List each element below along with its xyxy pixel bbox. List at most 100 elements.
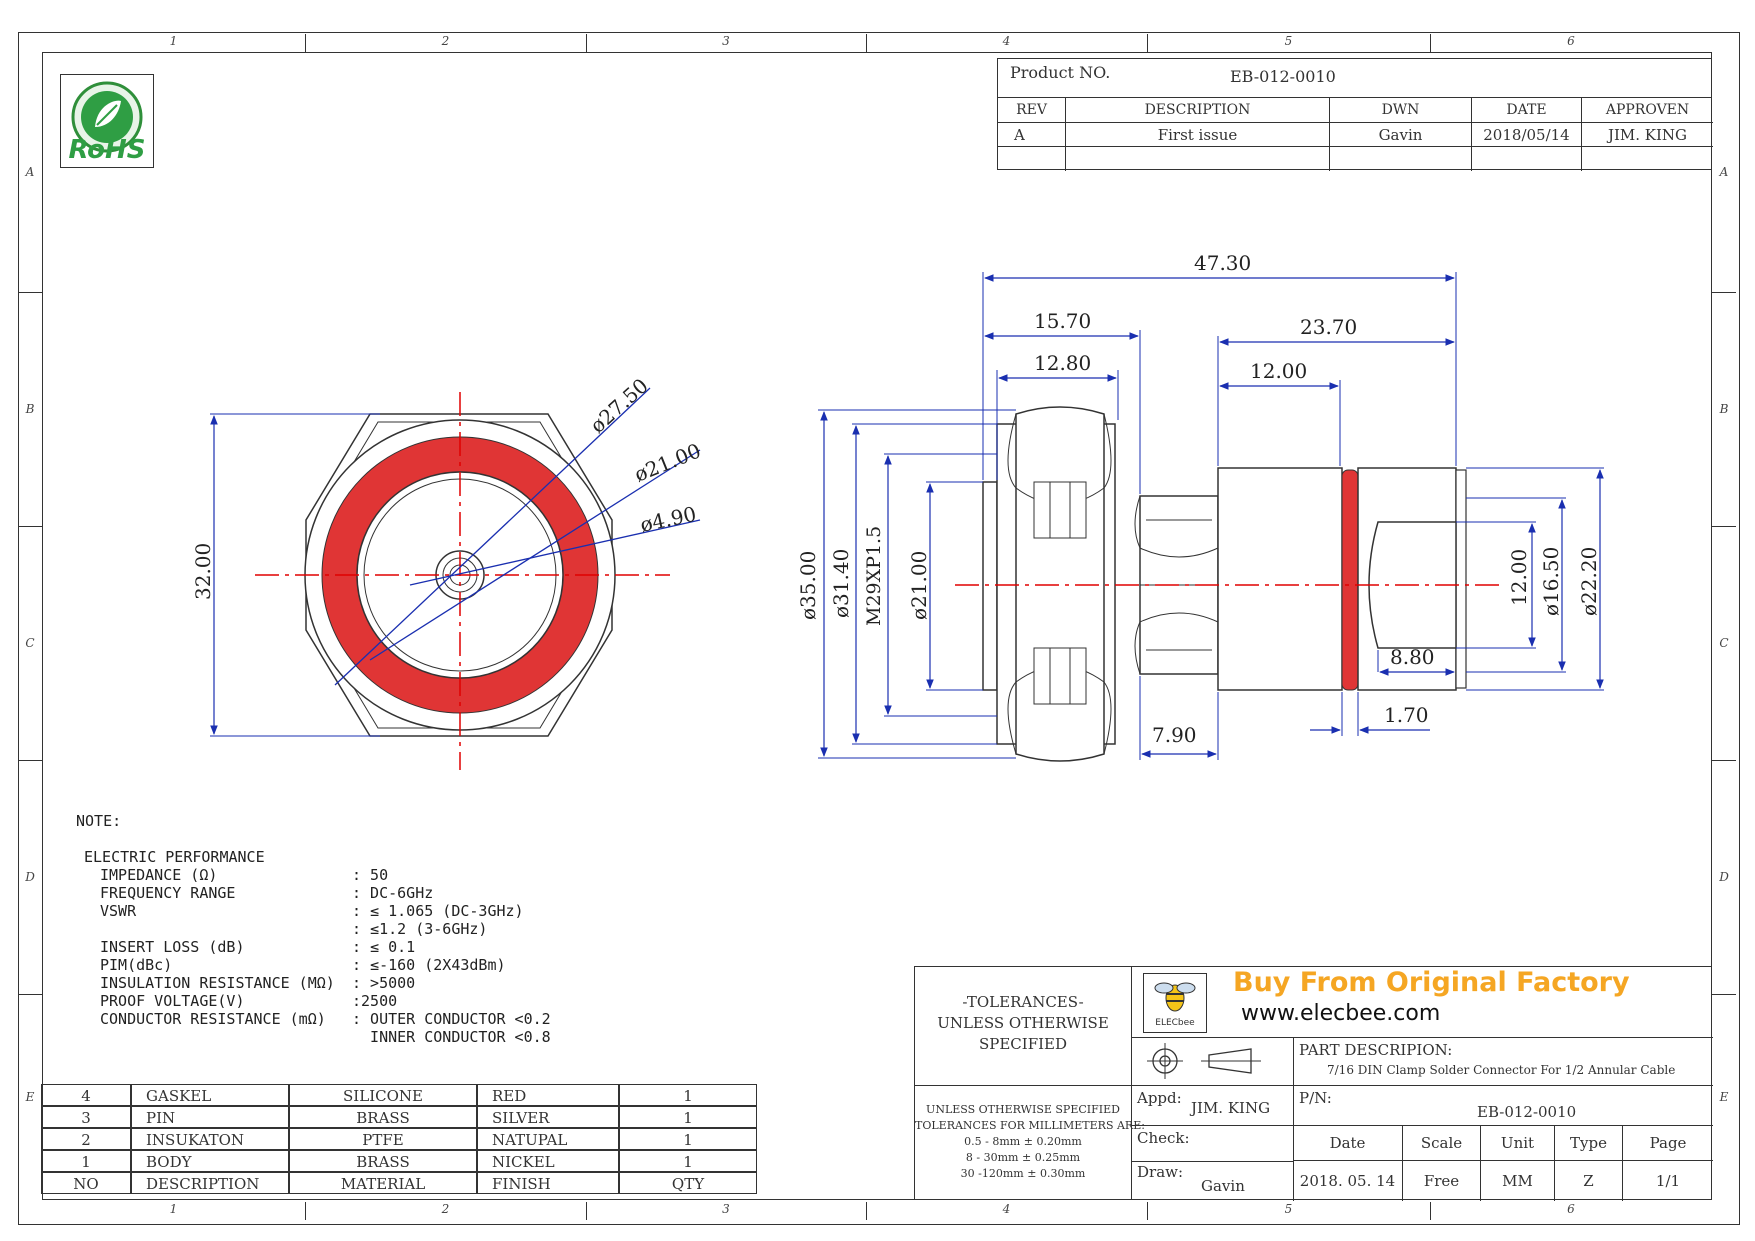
zone-row-E: E [25,1090,35,1104]
draw-value: Gavin [1201,1177,1245,1195]
note-label: INSULATION RESISTANCE (MΩ) [100,974,335,992]
dim-12-00-top: 12.00 [1250,359,1307,383]
dim-front-d2: ø21.00 [631,438,704,486]
inner-border [42,52,1712,1200]
dim-d35: ø35.00 [796,551,820,620]
rev-header-cell: DESCRIPTION [1066,97,1330,123]
note-label: PROOF VOLTAGE(V) [100,992,245,1010]
product-no-label: Product NO. [1010,63,1111,82]
dim-12-80: 12.80 [1034,351,1091,375]
dim-23-70: 23.70 [1300,315,1357,339]
tolerance-detail-line: 0.5 - 8mm ± 0.20mm [964,1135,1082,1148]
note-title: NOTE: [76,812,122,830]
appd-label: Appd: [1137,1089,1182,1107]
dim-d31-4: ø31.40 [829,549,853,618]
bom-cell: PTFE [289,1128,477,1150]
note-value: : ≤ 0.1 [352,938,416,956]
dim-d16-5: ø16.50 [1539,547,1563,616]
dim-8-80: 8.80 [1390,645,1435,669]
bom-header-cell: QTY [619,1172,757,1194]
bom-cell: BRASS [289,1150,477,1172]
projection-symbol [1131,1037,1293,1085]
title-grid-value: Free [1403,1161,1481,1201]
rev-cell [1330,147,1472,171]
note-section: ELECTRIC PERFORMANCE [84,848,265,866]
title-grid-header: Date [1293,1125,1403,1161]
leaf-icon [71,81,143,153]
title-grid-value: Z [1555,1161,1623,1201]
bom-cell: BODY [131,1150,289,1172]
rev-cell: First issue [1066,123,1330,147]
zone-col-5: 5 [1147,1202,1431,1220]
rev-header-cell: DATE [1472,97,1582,123]
bom-cell: 2 [41,1128,131,1150]
bom-cell: INSUKATON [131,1128,289,1150]
outer-border [18,32,1740,1225]
bom-cell: 3 [41,1106,131,1128]
note-value: : ≤-160 (2X43dBm) [352,956,506,974]
rev-cell [1066,147,1330,171]
dim-front-d1: ø27.50 [585,374,653,438]
dim-1-70: 1.70 [1384,703,1429,727]
dim-d21: ø21.00 [907,551,931,620]
note-value: : >5000 [352,974,416,992]
title-grid-header: Type [1555,1125,1623,1161]
title-grid-header: Scale [1403,1125,1481,1161]
zone-row-C: C [18,526,42,761]
dim-total-length: 47.30 [1194,251,1251,275]
bom-header-cell: NO [41,1172,131,1194]
note-value: INNER CONDUCTOR <0.8 [352,1028,551,1046]
rev-cell: 2018/05/14 [1472,123,1582,147]
note-value: :2500 [352,992,398,1010]
note-value: : OUTER CONDUCTOR <0.2 [352,1010,551,1028]
rohs-logo: RoHS [60,74,154,168]
website-text: www.elecbee.com [1241,1001,1441,1026]
tolerance-detail-line: 30 -120mm ± 0.30mm [960,1167,1086,1180]
tolerance-line: SPECIFIED [978,1035,1068,1053]
zone-row-E: E [1719,1090,1729,1104]
title-grid-value: 2018. 05. 14 [1293,1161,1403,1201]
rev-header-cell: APPROVEN [1582,97,1713,123]
tolerance-detail-line: 8 - 30mm ± 0.25mm [965,1151,1081,1164]
tolerance-line: UNLESS OTHERWISE [937,1014,1109,1032]
side-view: 47.30 15.70 12.80 23.70 12.00 ø35.00 ø31… [796,251,1604,762]
dim-front-d3: ø4.90 [638,502,698,537]
check-label: Check: [1137,1129,1190,1147]
note-label: PIM(dBc) [100,956,173,974]
title-grid-header: Page [1623,1125,1713,1161]
bom-cell: 1 [619,1150,757,1172]
bom-header-cell: FINISH [477,1172,619,1194]
zone-row-D: D [1712,760,1736,995]
zone-row-B: B [1712,292,1736,527]
title-grid-value: 1/1 [1655,1172,1681,1190]
note-label: CONDUCTOR RESISTANCE (mΩ) [100,1010,326,1028]
bom-cell: 4 [41,1084,131,1106]
note-value: : ≤ 1.065 (DC-3GHz) [352,902,524,920]
draw-label: Draw: [1137,1163,1184,1181]
rev-cell: A [998,123,1066,147]
zone-row-C: C [1712,526,1736,761]
bom-cell: SILVER [477,1106,619,1128]
dim-front-height: 32.00 [191,543,215,600]
appd-value: JIM. KING [1191,1099,1271,1117]
dim-thread: M29XP1.5 [863,526,885,626]
zone-col-3: 3 [586,34,867,52]
zone-col-2: 2 [305,34,587,52]
zone-col-1: 1 [42,34,306,52]
bom-header-cell: MATERIAL [289,1172,477,1194]
rev-header-cell: REV [998,97,1066,123]
bom-cell: RED [477,1084,619,1106]
dim-7-90: 7.90 [1152,723,1197,747]
rev-cell: Gavin [1330,123,1472,147]
note-value: : ≤1.2 (3-6GHz) [352,920,488,938]
note-label: IMPEDANCE (Ω) [100,866,218,884]
dim-d22-2: ø22.20 [1577,547,1601,616]
rev-cell [1472,147,1582,171]
brand-logo: ELECbee [1143,973,1207,1033]
title-grid-value: MM [1481,1161,1555,1201]
bom-cell: PIN [131,1106,289,1128]
dim-12-00-right: 12.00 [1507,549,1531,606]
zone-col-3: 3 [586,1202,867,1220]
